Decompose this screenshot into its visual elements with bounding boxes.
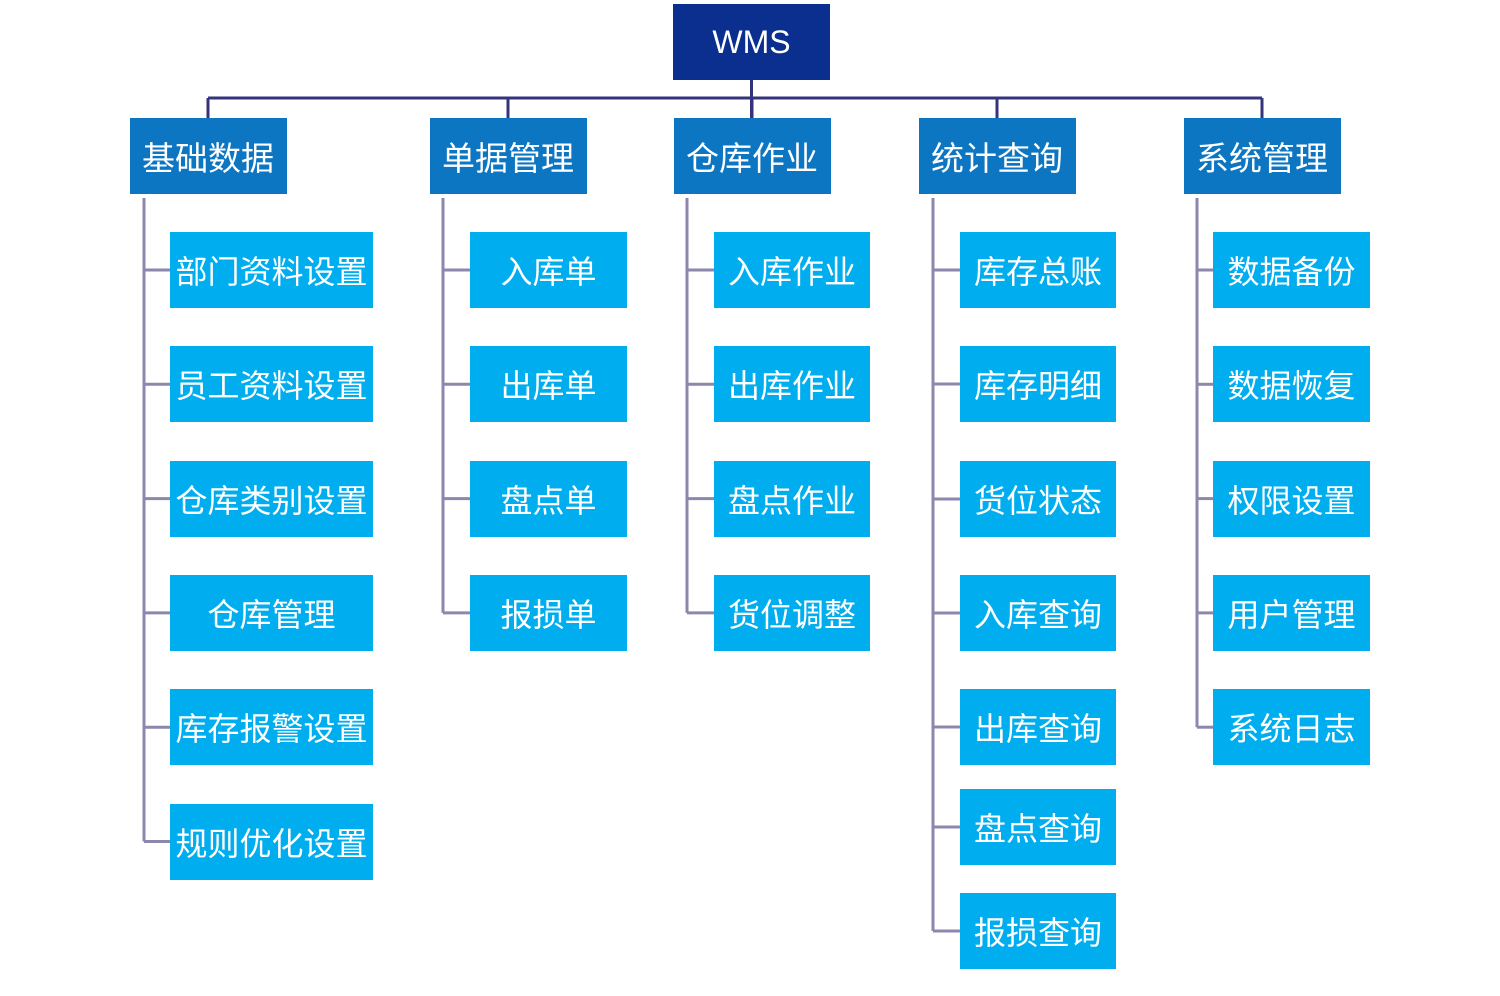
item-node: 报损查询: [960, 893, 1116, 969]
item-node: 库存总账: [960, 232, 1116, 308]
item-node: 仓库类别设置: [170, 460, 373, 537]
item-node: 库存明细: [960, 346, 1116, 422]
category-node: 单据管理: [429, 118, 587, 194]
item-node: 部门资料设置: [170, 232, 373, 308]
item-node: 仓库管理: [170, 574, 373, 651]
category-node: 基础数据: [129, 118, 287, 194]
item-node: 入库单: [470, 232, 627, 308]
item-node: 数据恢复: [1213, 346, 1370, 423]
item-node: 出库单: [470, 346, 627, 423]
root-node-wms: WMS: [673, 4, 830, 80]
category-node: 系统管理: [1183, 118, 1341, 194]
item-node: 货位状态: [960, 461, 1116, 537]
category-node: 仓库作业: [673, 118, 831, 194]
item-node: 数据备份: [1213, 232, 1370, 308]
item-node: 入库作业: [714, 232, 870, 308]
item-node: 出库查询: [960, 689, 1116, 765]
item-node: 报损单: [470, 574, 627, 651]
item-node: 库存报警设置: [170, 689, 373, 766]
item-node: 用户管理: [1213, 574, 1370, 651]
item-node: 出库作业: [714, 346, 870, 423]
item-node: 员工资料设置: [170, 346, 373, 423]
item-node: 盘点查询: [960, 789, 1116, 865]
item-node: 货位调整: [714, 574, 870, 651]
category-node: 统计查询: [918, 118, 1076, 194]
item-node: 权限设置: [1213, 460, 1370, 537]
item-node: 规则优化设置: [170, 803, 373, 880]
item-node: 盘点作业: [714, 460, 870, 537]
item-node: 系统日志: [1213, 689, 1370, 766]
item-node: 入库查询: [960, 575, 1116, 651]
item-node: 盘点单: [470, 460, 627, 537]
